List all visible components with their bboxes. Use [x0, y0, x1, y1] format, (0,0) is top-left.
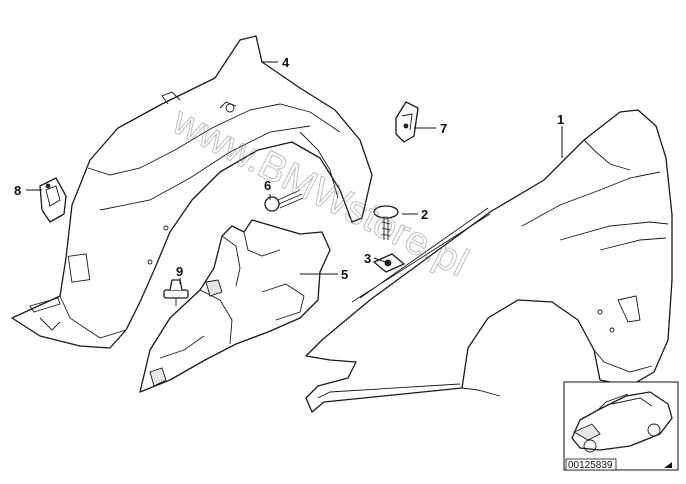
- callout-9: 9: [176, 264, 183, 279]
- callout-8: 8: [14, 183, 21, 198]
- bracket-clip[interactable]: [39, 177, 67, 223]
- callout-7: 7: [440, 121, 447, 136]
- underbody-cover[interactable]: [139, 219, 331, 393]
- leader-lines: [26, 61, 563, 284]
- corner-arrow-icon: [664, 462, 672, 468]
- reference-number: 00125839: [568, 460, 613, 471]
- callout-4: 4: [282, 55, 290, 70]
- screw[interactable]: [264, 189, 304, 212]
- callout-1: 1: [557, 112, 564, 127]
- callout-2: 2: [421, 207, 428, 222]
- expansion-clip[interactable]: [163, 279, 189, 306]
- callout-3: 3: [364, 251, 371, 266]
- wheel-arch-liner[interactable]: [11, 35, 373, 349]
- bolt[interactable]: [373, 205, 399, 240]
- nut-clip[interactable]: [395, 101, 419, 143]
- callout-6: 6: [264, 178, 271, 193]
- car-thumbnail: [571, 391, 673, 453]
- vehicle-inset[interactable]: 00125839: [563, 381, 679, 471]
- callout-5: 5: [341, 267, 348, 282]
